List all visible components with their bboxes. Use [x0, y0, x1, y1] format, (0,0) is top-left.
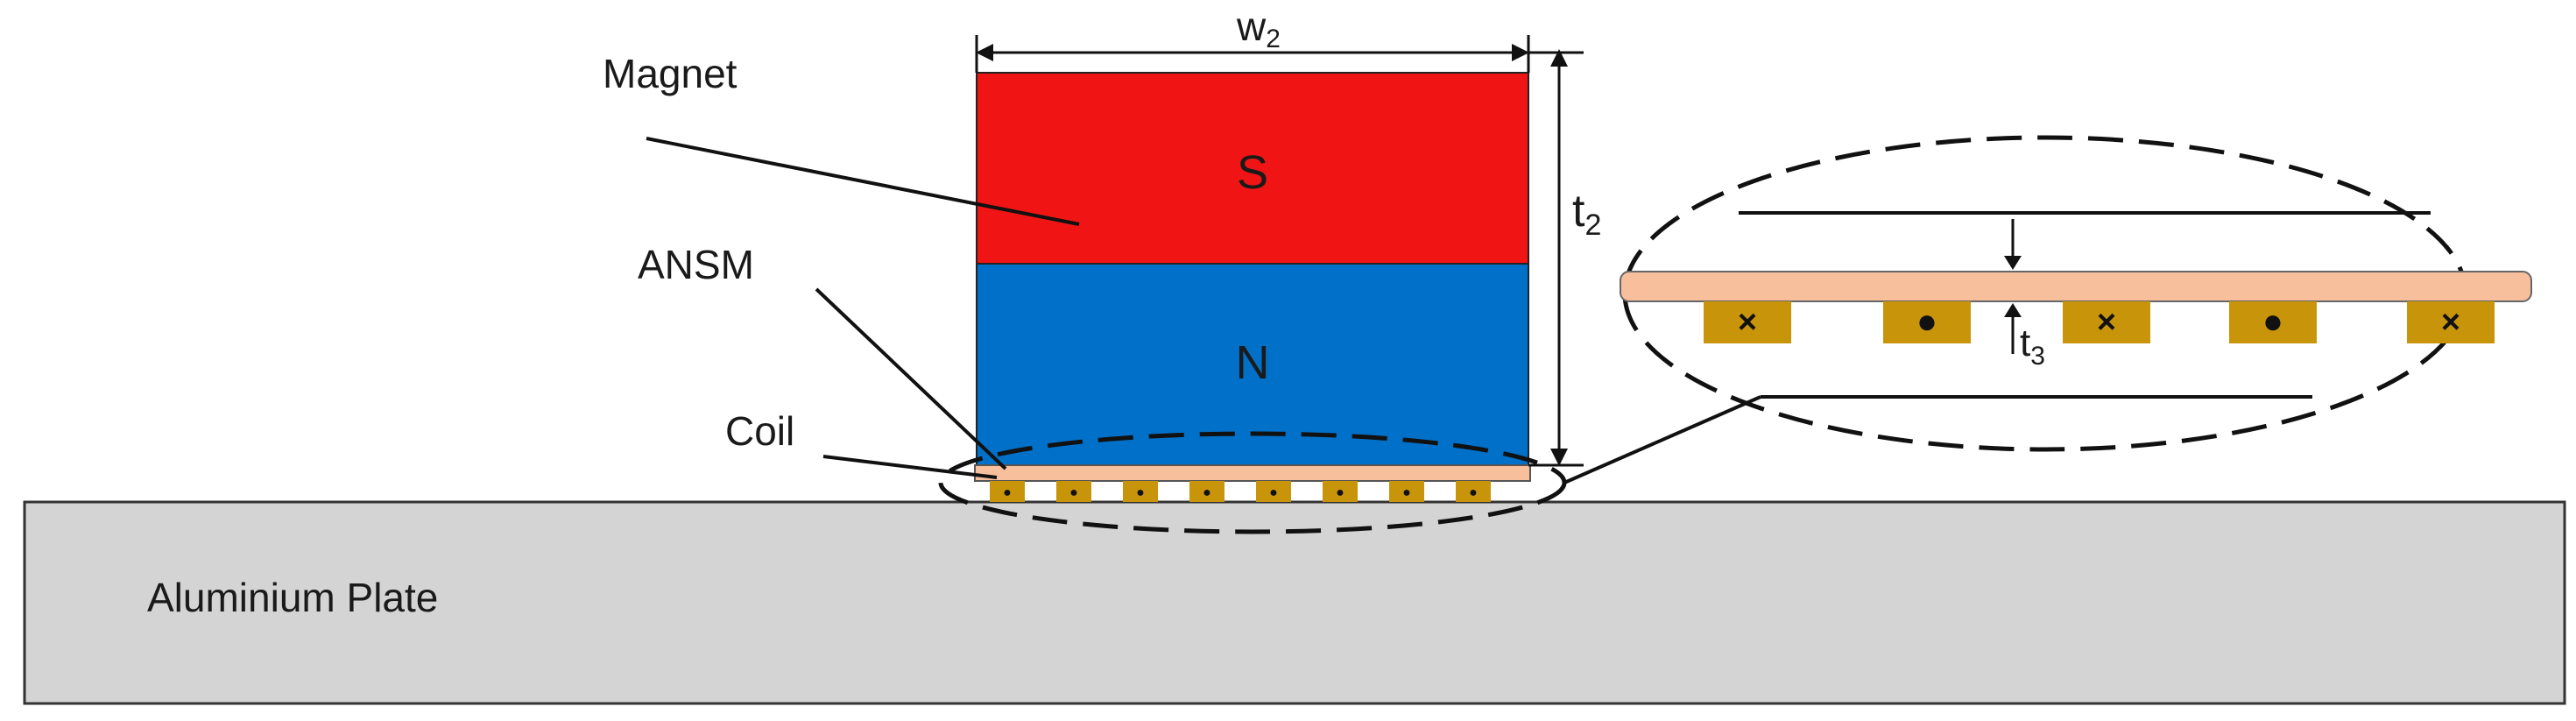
- north-pole: [976, 263, 1529, 466]
- mini-coil-block: [1056, 481, 1091, 502]
- thickness-dimension-label: t2: [1572, 186, 1601, 242]
- aluminium-plate: [23, 500, 2566, 705]
- zoom-coil-block: [1883, 301, 1971, 343]
- coil-label: Coil: [725, 408, 794, 454]
- south-pole-label: S: [1237, 146, 1268, 199]
- w2-arrowhead-right: [1512, 44, 1529, 61]
- mini-coil-symbol: ●: [1003, 485, 1012, 500]
- mini-coil-block: [1123, 481, 1158, 502]
- t2-arrowhead-bottom: [1550, 449, 1568, 466]
- mini-coil-block: [1323, 481, 1358, 502]
- current-in-symbol: ×: [2441, 304, 2460, 341]
- plate-label: Aluminium Plate: [147, 575, 438, 620]
- mini-coil-block: [1256, 481, 1291, 502]
- south-pole: [976, 72, 1529, 265]
- zoom-coil-block: [2229, 301, 2317, 343]
- magnet-leader-line: [646, 137, 1080, 226]
- zoom-ansm-layer: [1620, 271, 2532, 302]
- ansm-leader-line: [815, 287, 1007, 470]
- width-dimension-label: w2: [1236, 4, 1281, 53]
- current-in-symbol: ×: [1738, 304, 1757, 341]
- mini-coil-symbol: ●: [1069, 485, 1078, 500]
- mini-coil-block: [1389, 481, 1424, 502]
- current-out-symbol: ●: [2262, 302, 2283, 341]
- ansm-layer: [974, 464, 1531, 482]
- mini-coil-block: [990, 481, 1025, 502]
- magnet-label: Magnet: [603, 51, 738, 96]
- ansm-label: ANSM: [638, 242, 754, 287]
- current-out-symbol: ●: [1916, 302, 1937, 341]
- mini-coil-symbol: ●: [1269, 485, 1278, 500]
- mini-coil-symbol: ●: [1336, 485, 1344, 500]
- zoom-coil-block: [2063, 301, 2150, 343]
- mini-coil-row: ● ● ● ● ● ● ● ●: [990, 481, 1491, 502]
- mini-coil-block: [1189, 481, 1224, 502]
- coil-leader-line: [822, 455, 998, 479]
- gap-dimension-label: t3: [2020, 322, 2045, 371]
- mini-coil-symbol: ●: [1469, 485, 1478, 500]
- zoom-coil-row: × ● × ● ×: [1704, 301, 2495, 343]
- w2-arrowhead-left: [976, 44, 993, 61]
- t2-arrowhead-top: [1550, 49, 1568, 67]
- t3-arrowhead-down: [2004, 256, 2022, 270]
- zoom-connector-line: [1563, 395, 1761, 484]
- mini-coil-block: [1456, 481, 1491, 502]
- north-pole-label: N: [1236, 336, 1270, 389]
- zoom-coil-block: [2407, 301, 2495, 343]
- current-in-symbol: ×: [2097, 304, 2116, 341]
- mini-coil-symbol: ●: [1136, 485, 1145, 500]
- t3-arrowhead-up: [2004, 303, 2022, 317]
- mini-coil-symbol: ●: [1203, 485, 1211, 500]
- zoom-coil-block: [1704, 301, 1791, 343]
- mini-coil-symbol: ●: [1402, 485, 1411, 500]
